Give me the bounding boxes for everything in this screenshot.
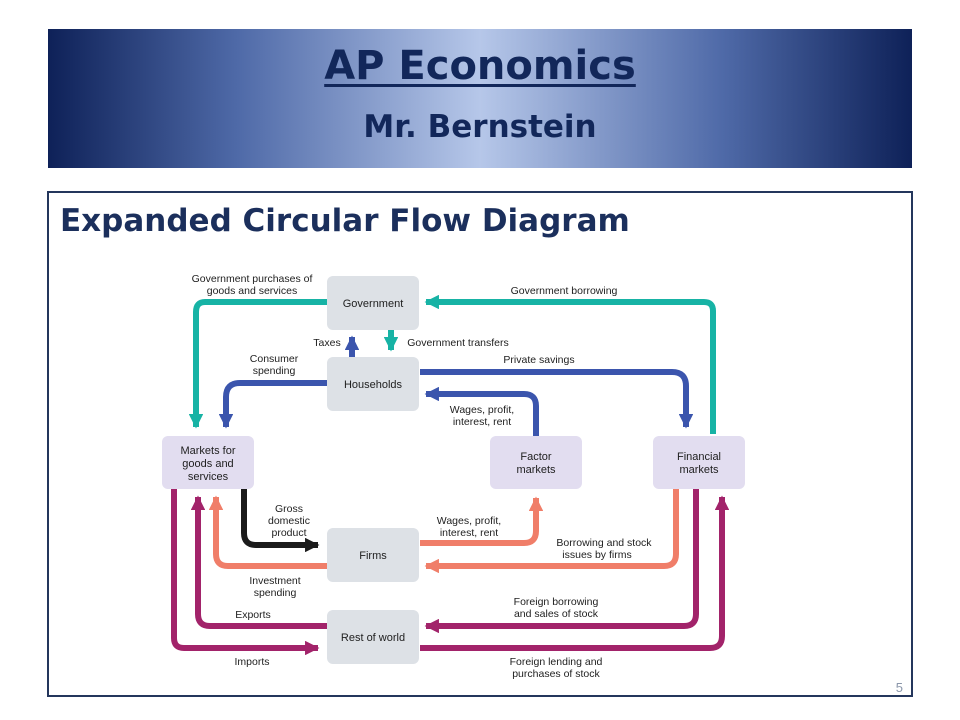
content-panel: Expanded Circular Flow Diagram 5 [47, 191, 913, 697]
label-gov-borrowing: Government borrowing [511, 285, 618, 297]
label-wages-households-2: interest, rent [453, 416, 511, 428]
node-markets-goods-line-1: Markets for [180, 445, 235, 457]
flow-investment-spending [208, 495, 327, 569]
label-private-savings: Private savings [503, 354, 574, 366]
node-factor-markets: Factor markets [490, 436, 582, 489]
flow-foreign-borrowing [424, 489, 699, 634]
flow-exports [190, 495, 327, 629]
label-foreign-lending-1: Foreign lending and [510, 656, 603, 668]
label-wages-households-1: Wages, profit, [450, 404, 514, 416]
label-gov-transfers: Government transfers [407, 337, 509, 349]
flow-consumer-spending [218, 380, 327, 429]
slide-number: 5 [895, 680, 903, 695]
title-banner: AP Economics Mr. Bernstein [48, 29, 912, 168]
node-households: Households [327, 357, 419, 411]
label-wages-firms-1: Wages, profit, [437, 515, 501, 527]
label-foreign-borrowing-1: Foreign borrowing [514, 596, 599, 608]
label-gdp-2: domestic [268, 515, 310, 527]
diagram-heading: Expanded Circular Flow Diagram [60, 203, 630, 239]
node-factor-markets-line-2: markets [516, 464, 556, 476]
label-consumer-spending-2: spending [253, 365, 296, 377]
flow-wages-to-households [424, 386, 539, 436]
node-financial-markets-line-1: Financial [677, 451, 721, 463]
label-borrowing-stock-2: issues by firms [562, 549, 631, 561]
flow-imports [171, 489, 320, 656]
node-financial-markets: Financial markets [653, 436, 745, 489]
node-financial-markets-line-2: markets [679, 464, 719, 476]
flow-wages-from-firms [420, 496, 544, 546]
flow-gov-borrowing [424, 294, 716, 434]
flow-borrowing-stock [424, 489, 679, 574]
node-factor-markets-line-1: Factor [520, 451, 552, 463]
node-government: Government [327, 276, 419, 330]
node-firms: Firms [327, 528, 419, 582]
label-investment-spending-2: spending [254, 587, 297, 599]
label-consumer-spending-1: Consumer [250, 353, 299, 365]
label-foreign-lending-2: purchases of stock [512, 668, 600, 680]
slide-subtitle: Mr. Bernstein [363, 109, 597, 145]
node-rest-of-world-label: Rest of world [341, 632, 405, 644]
label-taxes: Taxes [313, 337, 340, 349]
label-gdp-1: Gross [275, 503, 303, 515]
slide-title: AP Economics [324, 43, 636, 89]
label-foreign-borrowing-2: and sales of stock [514, 608, 599, 620]
node-markets-goods-line-2: goods and [182, 458, 233, 470]
label-borrowing-stock-1: Borrowing and stock [556, 537, 652, 549]
node-households-label: Households [344, 379, 403, 391]
label-gov-purchases-1: Government purchases of [192, 273, 313, 285]
flow-gov-purchases [188, 299, 327, 429]
flow-gdp [241, 489, 320, 553]
label-gdp-3: product [271, 527, 306, 539]
flow-private-savings [420, 369, 694, 429]
node-rest-of-world: Rest of world [327, 610, 419, 664]
node-markets-goods-services: Markets for goods and services [162, 436, 254, 489]
node-firms-label: Firms [359, 550, 387, 562]
label-wages-firms-2: interest, rent [440, 527, 498, 539]
label-investment-spending-1: Investment [249, 575, 300, 587]
label-exports: Exports [235, 609, 271, 621]
label-gov-purchases-2: goods and services [207, 285, 297, 297]
label-imports: Imports [234, 656, 269, 668]
node-markets-goods-line-3: services [188, 471, 229, 483]
node-government-label: Government [343, 298, 404, 310]
flow-foreign-lending [420, 495, 730, 651]
